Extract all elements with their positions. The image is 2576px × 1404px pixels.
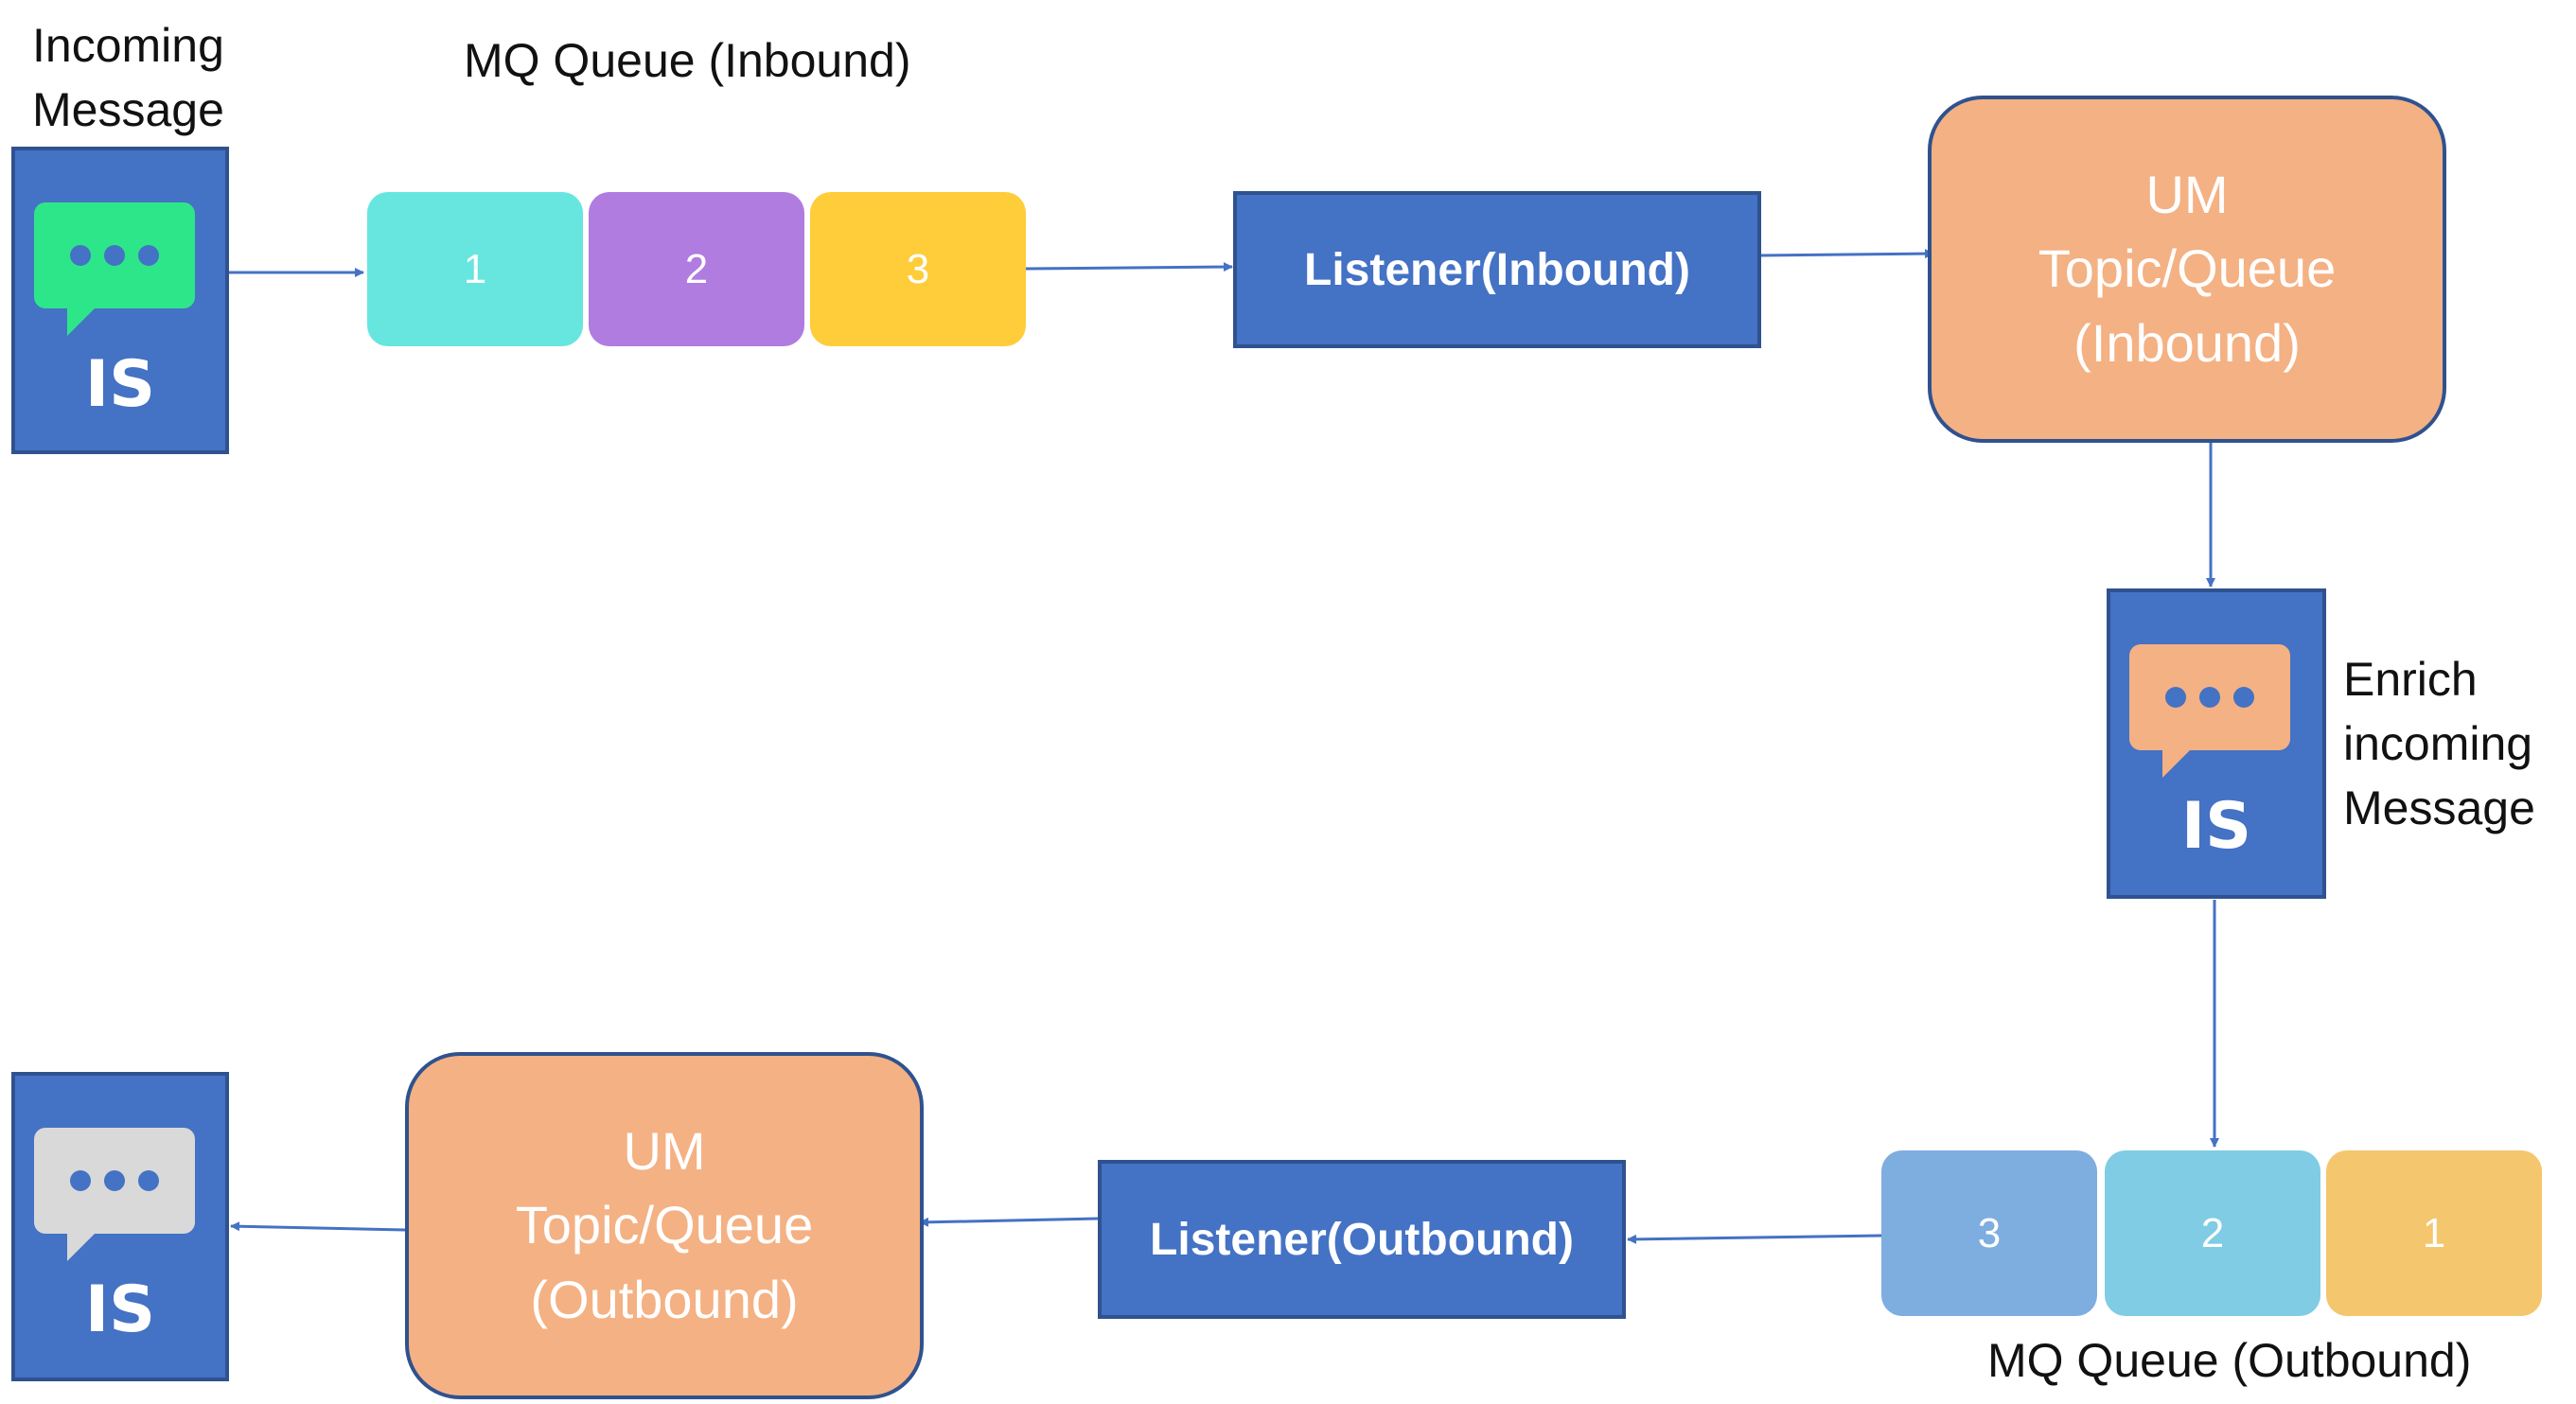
mq-queue-inbound-title: MQ Queue (Inbound) — [464, 34, 911, 87]
mq-queue-outbound-title: MQ Queue (Outbound) — [1987, 1334, 2472, 1387]
is-label: IS — [84, 1272, 156, 1347]
arrow-mq-to-listener-inbound — [1025, 262, 1233, 272]
mq-outbound-cell-1: 1 — [2326, 1150, 2542, 1316]
mq-inbound-cell-3: 3 — [810, 192, 1026, 346]
is-label: IS — [2180, 789, 2252, 864]
um-topic-queue-inbound: UM Topic/Queue (Inbound) — [1928, 96, 2446, 443]
mq-inbound-cell-2: 2 — [589, 192, 804, 346]
listener-inbound-box: Listener(Inbound) — [1233, 191, 1761, 348]
arrow-listener-to-um-inbound — [1759, 249, 1934, 259]
mq-inbound-cell-1: 1 — [367, 192, 583, 346]
is-label: IS — [84, 347, 156, 422]
chat-bubble-tail — [2162, 747, 2193, 778]
um-topic-queue-outbound: UM Topic/Queue (Outbound) — [405, 1052, 924, 1399]
chat-bubble-tail — [67, 1231, 97, 1261]
chat-bubble-icon — [2129, 644, 2290, 750]
mq-outbound-cell-2: 2 — [2105, 1150, 2320, 1316]
is-source-box: IS — [11, 147, 229, 454]
arrow-mq-to-listener-outbound — [1627, 1234, 1882, 1244]
listener-outbound-box: Listener(Outbound) — [1098, 1160, 1626, 1319]
chat-bubble-tail — [67, 306, 97, 336]
arrow-um-to-is-final — [230, 1221, 406, 1232]
chat-bubble-icon — [34, 1128, 195, 1234]
incoming-message-label: Incoming Message — [32, 19, 224, 136]
mq-outbound-cell-3: 3 — [1881, 1150, 2097, 1316]
arrow-listener-to-um-outbound — [919, 1217, 1099, 1227]
is-target-box: IS — [11, 1072, 229, 1381]
chat-bubble-icon — [34, 202, 195, 308]
is-enrich-box: IS — [2107, 588, 2326, 899]
enrich-incoming-message-label: Enrich incoming Message — [2343, 653, 2535, 834]
